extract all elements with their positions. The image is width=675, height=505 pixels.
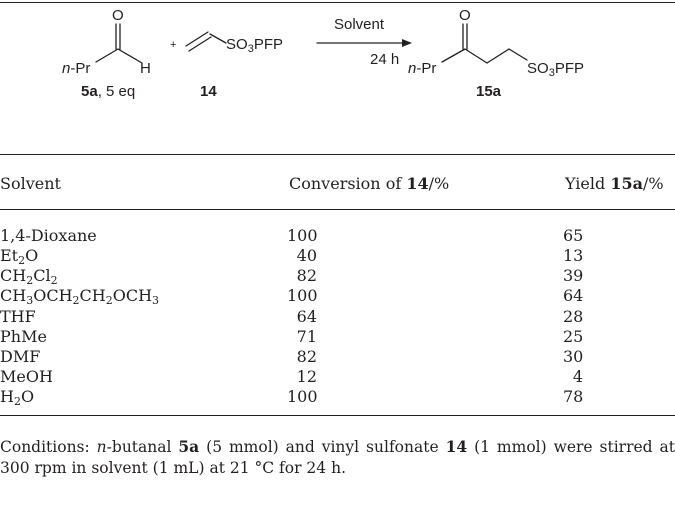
yield-cell: 25 [563, 327, 584, 346]
vinyl-double-2 [188, 36, 212, 52]
product-propyl-label: n-Pr [408, 60, 437, 77]
table-footnote: Conditions: n-butanal 5a (5 mmol) and vi… [0, 437, 675, 477]
solvent-cell: PhMe [0, 327, 47, 346]
aldehyde-bond-r [95, 48, 119, 63]
product-caption: 15a [476, 83, 502, 100]
yield-cell: 13 [563, 246, 584, 265]
header-rule [0, 209, 675, 210]
table-bottom-rule [0, 415, 675, 416]
solvent-cell: THF [0, 307, 36, 326]
solvent-cell: Et2O [0, 246, 39, 267]
aldehyde-bond-h [117, 48, 143, 64]
solvent-cell: MeOH [0, 367, 53, 386]
solvent-cell: H2O [0, 387, 35, 408]
aldehyde-propyl-label: n-Pr [62, 60, 91, 77]
conversion-cell: 82 [296, 347, 317, 366]
aldehyde-hydrogen-label: H [140, 60, 151, 77]
solvent-cell: 1,4-Dioxane [0, 226, 97, 245]
aldehyde-oxygen-label: O [112, 7, 124, 24]
yield-cell: 4 [572, 367, 583, 386]
product-bond-3 [486, 48, 510, 64]
conversion-cell: 100 [287, 387, 318, 406]
product-bond-r [441, 48, 466, 63]
header-yield: Yield 15a/% [565, 174, 664, 193]
header-solvent: Solvent [0, 174, 61, 193]
conversion-cell: 82 [296, 266, 317, 285]
yield-cell: 30 [563, 347, 584, 366]
conversion-cell: 40 [296, 246, 317, 265]
vinyl-double-1 [185, 31, 209, 47]
solvent-cell: CH3OCH2CH2OCH3 [0, 286, 160, 307]
vinyl-sulfonate-group-label: SO3PFP [226, 36, 283, 55]
conversion-cell: 71 [296, 327, 317, 346]
top-rule [0, 2, 675, 3]
reaction-scheme [95, 23, 528, 64]
product-bond-s [508, 48, 528, 61]
yield-cell: 64 [563, 286, 584, 305]
conversion-cell: 12 [296, 367, 317, 386]
vinyl-sulfonate-caption: 14 [200, 83, 217, 100]
scheme-bottom-rule [0, 154, 675, 155]
product-oxygen-label: O [459, 7, 471, 24]
product-bond-2 [464, 48, 488, 64]
solvent-cell: CH2Cl2 [0, 266, 58, 287]
reaction-arrow-head [402, 39, 412, 47]
arrow-solvent-label: Solvent [334, 16, 385, 33]
conversion-cell: 100 [287, 226, 318, 245]
conversion-cell: 100 [287, 286, 318, 305]
yield-cell: 39 [563, 266, 584, 285]
header-conversion: Conversion of 14/% [289, 174, 450, 193]
yield-cell: 78 [563, 387, 584, 406]
arrow-time-label: 24 h [370, 51, 400, 68]
vinyl-bond-s [209, 33, 227, 44]
conversion-cell: 64 [296, 307, 317, 326]
product-sulfonate-group-label: SO3PFP [527, 60, 584, 79]
solvent-cell: DMF [0, 347, 41, 366]
yield-cell: 65 [563, 226, 584, 245]
aldehyde-caption: 5a, 5 eq [81, 83, 136, 100]
plus-sign: + [170, 39, 177, 51]
yield-cell: 28 [563, 307, 584, 326]
